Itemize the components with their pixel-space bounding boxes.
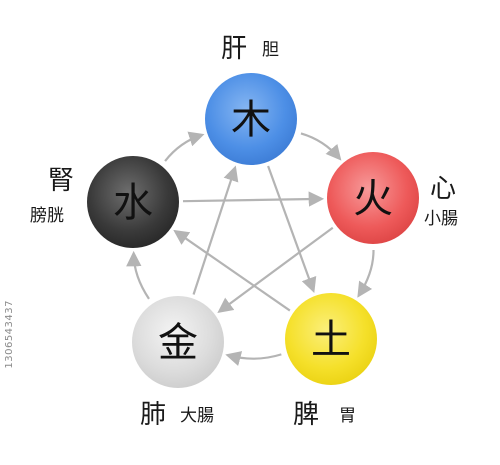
controlling-arrow-metal-to-wood xyxy=(192,165,239,295)
fire-element-circle xyxy=(327,152,419,244)
wood-organ-major: 肝 xyxy=(221,34,248,64)
wood-organ-minor: 胆 xyxy=(262,40,279,60)
metal-organ-minor: 大腸 xyxy=(180,406,214,426)
earth-organ-major: 脾 xyxy=(293,400,320,430)
wood-element-glyph: 木 xyxy=(231,97,271,143)
controlling-arrow-water-to-fire xyxy=(182,191,325,207)
element-nodes: 木火土 金 水 xyxy=(87,73,419,388)
controlling-arrow-wood-to-earth xyxy=(267,165,317,294)
generating-arrow-water-to-wood xyxy=(164,131,205,162)
controlling-arrow-earth-to-water xyxy=(173,229,291,312)
metal-element-circle xyxy=(132,296,224,388)
metal-organ-major: 肺 xyxy=(140,400,167,430)
earth-element-glyph: 土 xyxy=(311,317,351,363)
fire-organ-major: 心 xyxy=(430,174,457,204)
controlling-cycle-arrows xyxy=(173,165,334,313)
generating-arrow-earth-to-metal xyxy=(225,351,282,366)
fire-organ-minor: 小腸 xyxy=(424,209,458,229)
generating-cycle-arrows xyxy=(126,131,375,366)
water-element-glyph: 水 xyxy=(113,180,153,226)
water-organ-minor: 膀胱 xyxy=(30,206,64,226)
generating-arrow-metal-to-water xyxy=(126,250,150,300)
earth-organ-minor: 胃 xyxy=(339,406,356,426)
generating-arrow-fire-to-earth xyxy=(357,249,375,298)
fire-element-glyph: 火 xyxy=(353,176,393,222)
water-organ-major: 腎 xyxy=(48,166,75,196)
metal-element-glyph: 金 xyxy=(158,320,198,366)
stock-image-id: 1306543437 xyxy=(4,300,15,369)
water-element-circle xyxy=(87,156,179,248)
generating-arrow-wood-to-fire xyxy=(300,132,342,161)
wood-element-circle xyxy=(205,73,297,165)
controlling-arrow-fire-to-metal xyxy=(217,226,334,313)
earth-element-circle xyxy=(285,293,377,385)
